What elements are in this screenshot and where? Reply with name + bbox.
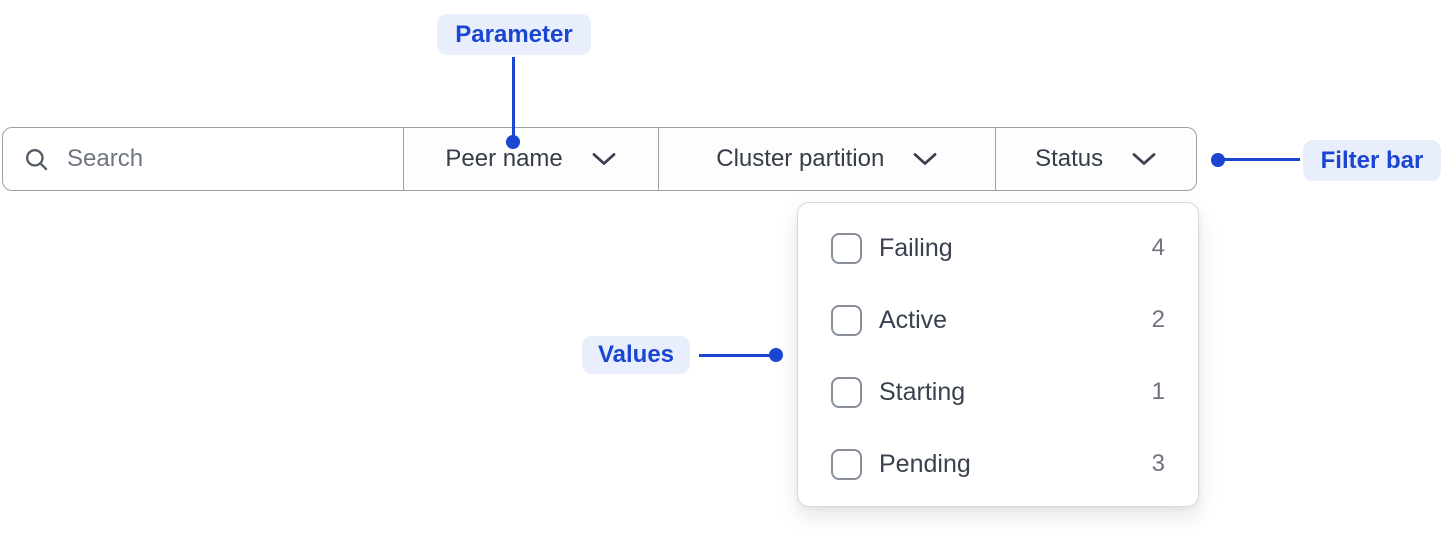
chevron-down-icon — [1132, 153, 1156, 165]
dropdown-peer-name[interactable]: Peer name — [402, 128, 659, 190]
search-input[interactable] — [67, 145, 367, 173]
status-option-label: Failing — [879, 233, 953, 262]
values-annotation-badge: Values — [582, 336, 690, 374]
filter-bar-connector-dot — [1211, 153, 1225, 167]
parameter-annotation-badge: Parameter — [437, 14, 591, 55]
search-icon — [25, 148, 48, 170]
status-option-active[interactable]: Active 2 — [831, 284, 1165, 356]
filter-bar-connector-line — [1218, 158, 1300, 161]
filter-bar-annotation-badge: Filter bar — [1303, 140, 1441, 181]
parameter-connector-line — [512, 57, 515, 142]
dropdown-cluster-partition[interactable]: Cluster partition — [658, 128, 996, 190]
filter-bar: Peer name Cluster partition Status — [2, 127, 1197, 191]
values-connector-dot — [769, 348, 783, 362]
status-option-pending[interactable]: Pending 3 — [831, 428, 1165, 500]
status-dropdown-panel: Failing 4 Active 2 Starting 1 Pending 3 — [797, 202, 1199, 507]
dropdown-cluster-partition-label: Cluster partition — [716, 145, 885, 172]
dropdown-status[interactable]: Status — [995, 128, 1196, 190]
values-connector-line — [699, 354, 771, 357]
status-option-failing[interactable]: Failing 4 — [831, 212, 1165, 284]
dropdown-peer-name-label: Peer name — [445, 145, 563, 172]
search-field[interactable] — [3, 128, 403, 190]
checkbox-pending[interactable] — [831, 448, 862, 480]
parameter-connector-dot — [506, 135, 520, 149]
status-option-count: 3 — [1151, 450, 1165, 477]
status-option-label: Pending — [879, 449, 971, 478]
checkbox-failing[interactable] — [831, 232, 862, 264]
status-option-count: 4 — [1151, 234, 1165, 261]
dropdown-status-label: Status — [1035, 145, 1104, 172]
status-option-starting[interactable]: Starting 1 — [831, 356, 1165, 428]
chevron-down-icon — [592, 153, 616, 165]
checkbox-starting[interactable] — [831, 376, 862, 408]
status-option-count: 1 — [1151, 378, 1165, 405]
status-option-label: Active — [879, 305, 948, 334]
chevron-down-icon — [913, 153, 937, 165]
checkbox-active[interactable] — [831, 304, 862, 336]
status-option-count: 2 — [1151, 306, 1165, 333]
status-option-label: Starting — [879, 377, 966, 406]
